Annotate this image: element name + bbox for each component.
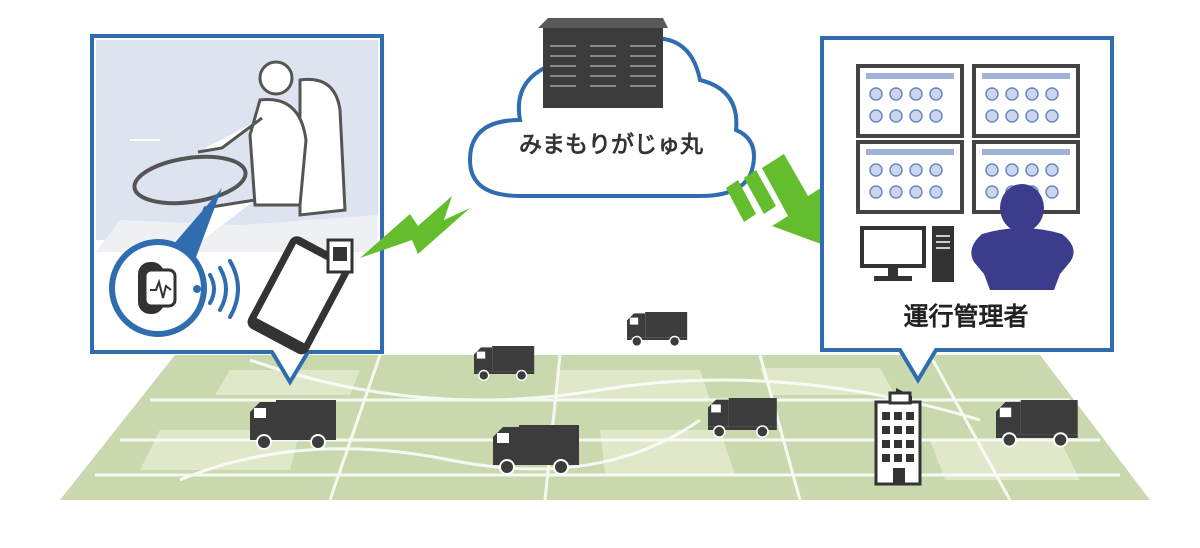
manager-label: 運行管理者 [903,302,1028,331]
cloud-label: みまもりがじゅ丸 [519,131,704,158]
smartphone-icon [247,236,351,355]
monitor-icon [972,64,1080,138]
city-map [60,354,1150,501]
monitor-icon [856,64,964,138]
monitor-icon [856,140,964,214]
wireless-transmission-icon [360,196,470,258]
wearable-sensor-icon [109,239,207,337]
driver-panel [90,34,384,386]
steering-wheel-icon [132,154,248,206]
server-rack-icon [538,18,668,108]
desktop-computer-icon [860,226,954,282]
cloud-service: みまもりがじゅ丸 [467,18,756,198]
data-flow-arrow-icon [726,154,832,248]
sim-card-icon [326,238,354,274]
manager-panel: 運行管理者 [820,36,1114,384]
wireless-signal-icon [208,259,240,319]
truck-icon [626,311,688,347]
operator-icon [971,184,1074,290]
office-building-icon [874,388,922,486]
driver-icon [188,60,308,251]
